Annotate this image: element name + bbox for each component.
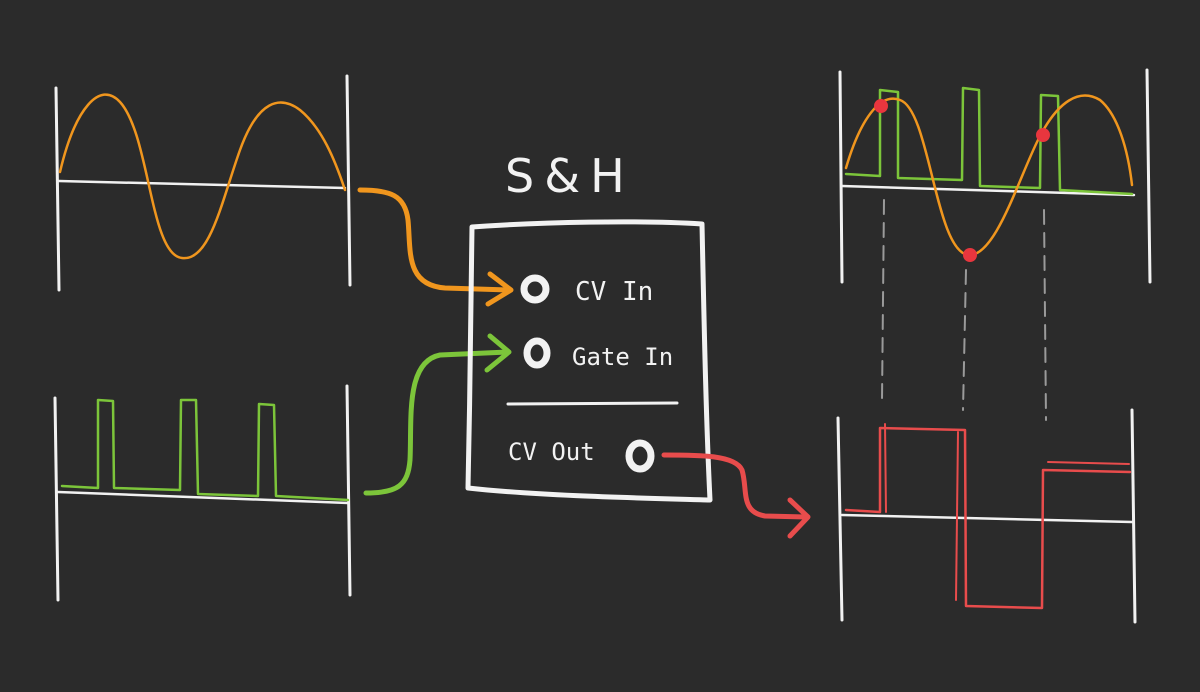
- gate-pulses: [844, 86, 1134, 196]
- sample-point: [1036, 128, 1050, 142]
- plot-zero-axis: [840, 513, 1134, 524]
- plot-frame-right-edge: [1145, 68, 1152, 284]
- stepped-output-edge: [884, 423, 1130, 601]
- sample-guide-line: [1043, 209, 1047, 421]
- cv-in-wire: [357, 187, 514, 307]
- sample-guide-line: [881, 199, 885, 401]
- cv-in-label: CV In: [575, 277, 653, 307]
- sample-guide-line: [962, 269, 967, 411]
- held-output-plot: [836, 408, 1137, 624]
- sample-point: [874, 99, 888, 113]
- gate-in-jack[interactable]: [523, 337, 551, 369]
- sample-point: [963, 248, 977, 262]
- sine-wave: [844, 94, 1134, 257]
- plot-frame-left-edge: [54, 86, 61, 292]
- plot-frame-right-edge: [345, 74, 352, 287]
- sine-wave: [58, 93, 347, 260]
- cv-in-jack[interactable]: [520, 274, 550, 304]
- sample-and-hold-module: S&H CV In Gate In CV Out: [465, 149, 713, 503]
- cv-out-label: CV Out: [508, 438, 595, 466]
- plot-frame-left-edge: [836, 416, 844, 622]
- module-title: S&H: [505, 149, 635, 203]
- gate-input-plot: [53, 384, 352, 602]
- sampling-plot: [838, 68, 1152, 421]
- gate-in-wire: [363, 333, 512, 496]
- arrow-head: [485, 271, 514, 307]
- cv-out-jack[interactable]: [625, 439, 655, 473]
- cv-input-plot: [54, 74, 352, 292]
- module-divider: [506, 401, 679, 406]
- gate-in-label: Gate In: [572, 343, 673, 371]
- plot-zero-axis: [840, 184, 1136, 197]
- plot-frame-left-edge: [838, 70, 844, 284]
- plot-zero-axis: [56, 490, 350, 505]
- plot-zero-axis: [57, 179, 347, 190]
- plot-frame-left-edge: [53, 396, 60, 602]
- stepped-output: [844, 426, 1132, 610]
- plot-frame-right-edge: [345, 384, 352, 597]
- cv-out-wire: [661, 452, 811, 539]
- plot-frame-right-edge: [1130, 408, 1137, 624]
- module-box: [465, 219, 713, 503]
- gate-pulses: [60, 398, 350, 502]
- arrow-head: [484, 333, 512, 373]
- arrow-head: [787, 497, 811, 539]
